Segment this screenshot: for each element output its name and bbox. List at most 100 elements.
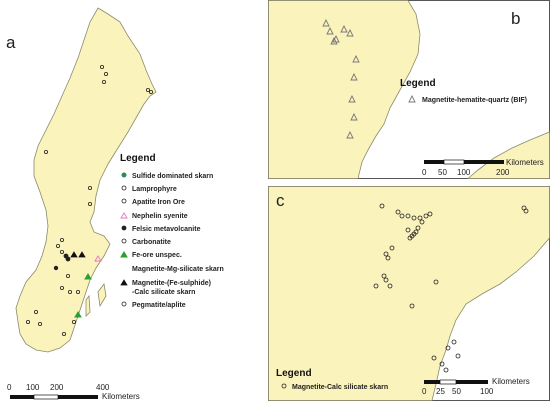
point-pegmatite [68,289,73,294]
panel-c: c Legend Magneti [268,186,550,401]
point-bif [330,36,338,45]
legend-item-label: Fe-ore unspec. [132,252,182,259]
point-bif [350,112,358,121]
scale-tick: 100 [26,383,40,392]
point-skarn [445,345,451,351]
point-skarn [395,209,401,215]
point-skarn [417,215,423,221]
point-pegmatite [60,237,65,242]
point-skarn [383,277,389,283]
panel-b-points [322,18,360,139]
scale-tick: 100 [457,168,471,177]
legend-item-label: Magnetite-hematite-quartz (BIF) [422,97,527,104]
point-skarn [431,355,437,361]
point-magnetite-fe-sulphide [70,251,78,258]
point-felsic-metavolcanite [53,265,59,271]
point-skarn [373,283,379,289]
point-lamprophyre [88,201,93,206]
point-skarn [407,235,413,241]
legend-symbol-sulfide-skarn [121,172,127,178]
scale-unit: Kilometers [102,392,140,401]
point-magnetite-fe-sulphide [78,251,86,258]
legend-symbol-nephelin-syenite [120,212,128,219]
panel-a-legend: Legend Sulfide dominated skarn Lamprophy… [120,153,224,309]
panel-c-letter: c [276,191,285,210]
point-skarn [451,339,457,345]
point-skarn [411,215,417,221]
point-bif [350,72,358,81]
legend-symbol-carbonatite [121,238,127,244]
point-nephelin-syenite [94,255,102,262]
scale-tick: 0 [422,387,427,396]
panel-c-scalebar: 0 25 50 100 Kilometers [422,377,530,396]
point-fe-ore-unspec [84,273,92,280]
panel-b: b Legend Magnetite-hematite-quartz (BIF)… [268,0,550,179]
point-skarn [419,219,425,225]
legend-item-label: Pegmatite/aplite [132,302,186,309]
point-skarn [389,245,395,251]
scale-tick: 400 [96,383,110,392]
scale-tick: 0 [7,383,12,392]
legend-symbol-magnetite-fe-sulphide [120,279,128,286]
point-pegmatite [60,285,65,290]
point-skarn [439,361,445,367]
scale-tick: 50 [452,387,461,396]
legend-item-label: -Calc silicate skarn [132,289,195,296]
central-sweden-landmass [268,186,550,401]
scale-tick: 200 [50,383,64,392]
panel-c-points [373,203,529,373]
sweden-landmass [15,7,157,353]
panel-b-legend: Legend Magnetite-hematite-quartz (BIF) [400,78,527,104]
panel-a-letter: a [6,33,16,52]
point-bif [346,130,354,139]
scale-tick: 100 [480,387,494,396]
legend-symbol-pegmatite [121,301,127,307]
point-carbonatite [145,88,150,93]
point-skarn [385,255,391,261]
legend-item-label: Nephelin syenite [132,213,188,220]
point-skarn [405,213,411,219]
point-skarn [433,279,439,285]
panel-b-letter: b [511,9,520,28]
point-pegmatite [76,289,81,294]
point-bif [348,94,356,103]
point-bif [322,18,330,27]
point-bif [346,28,354,37]
point-skarn [405,227,411,233]
legend-title: Legend [400,78,436,89]
point-apatite-iron-ore [100,65,105,70]
point-fe-ore-unspec [74,311,82,318]
legend-title: Legend [276,368,312,379]
panel-a-scalebar: 0 100 200 400 Kilometers [7,383,140,401]
scale-unit: Kilometers [506,158,544,167]
scale-unit: Kilometers [492,377,530,386]
point-skarn [381,273,387,279]
point-pegmatite [72,319,77,324]
legend-symbol-apatite-iron-ore [121,198,127,204]
point-skarn [443,367,449,373]
point-skarn [383,251,389,257]
oland-island [85,294,91,317]
point-bif [326,26,334,35]
point-lamprophyre [44,149,49,154]
scale-tick: 200 [496,168,510,177]
point-pegmatite [60,249,65,254]
point-skarn [415,225,421,231]
point-skarn [455,353,461,359]
point-apatite-iron-ore [104,72,109,77]
point-pegmatite [38,321,43,326]
panel-a-points [25,65,153,336]
point-skarn [379,203,385,209]
point-bif [352,54,360,63]
panel-b-scalebar: 0 50 100 200 Kilometers [422,158,544,177]
point-skarn [423,213,429,219]
point-pegmatite [56,243,61,248]
point-pegmatite [25,319,30,324]
legend-item-label: Magnetite-Mg-silicate skarn [132,266,224,273]
northern-sweden-landmass [268,0,421,179]
point-skarn [399,213,405,219]
point-pegmatite [34,309,39,314]
gotland-island [97,283,107,308]
point-bif [332,34,340,43]
point-skarn [427,211,433,217]
